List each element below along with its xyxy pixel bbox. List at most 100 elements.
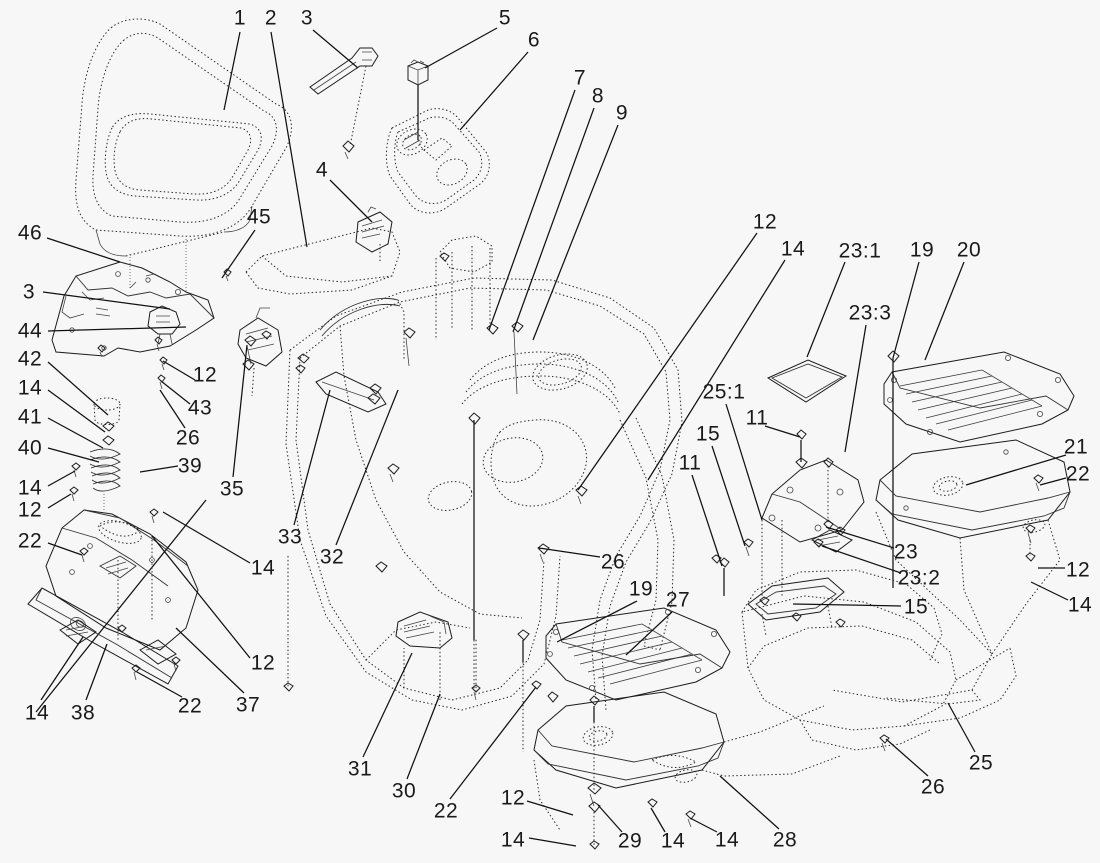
- callout-number: 20: [956, 238, 982, 262]
- callout-number: 26: [920, 775, 946, 799]
- callout-number: 25: [968, 751, 994, 775]
- leader-line: [1030, 581, 1069, 601]
- leader-line: [844, 324, 867, 453]
- leader-line: [223, 31, 241, 111]
- callout-number: 11: [745, 406, 769, 430]
- leader-line: [159, 389, 186, 429]
- callout-number: 3: [22, 280, 36, 304]
- leader-line: [40, 636, 84, 701]
- callout-number: 12: [500, 786, 526, 810]
- callout-number: 12: [250, 651, 276, 675]
- callout-number: 21: [1063, 435, 1089, 459]
- part-seat: [75, 18, 292, 257]
- callout-number: 15: [903, 595, 929, 619]
- fasteners-bottom: [283, 556, 696, 850]
- part-fender-main: [285, 235, 683, 711]
- leader-line: [821, 545, 902, 574]
- leader-line: [597, 804, 623, 833]
- leader-line: [577, 232, 758, 491]
- leader-line: [162, 511, 251, 564]
- leader-line: [47, 361, 109, 416]
- callout-number: 19: [628, 577, 654, 601]
- leader-line: [488, 89, 576, 331]
- callout-number: 30: [391, 779, 417, 803]
- leader-line: [221, 229, 256, 279]
- part-console: [385, 108, 490, 214]
- callout-number: 14: [714, 828, 740, 852]
- leader-line: [885, 738, 929, 777]
- callout-number: 14: [17, 376, 43, 400]
- part-footrest-upper-right: [883, 351, 1075, 443]
- callout-number: 19: [909, 238, 935, 262]
- callout-number: 2: [264, 6, 278, 30]
- callout-number: 22: [177, 694, 203, 718]
- leader-line: [538, 547, 601, 558]
- part-dash-panel: [245, 206, 401, 295]
- callout-number: 26: [600, 550, 626, 574]
- callout-number: 35: [219, 477, 245, 501]
- leader-line: [625, 611, 673, 656]
- callout-leader-lines: [40, 27, 1069, 847]
- leader-line: [689, 817, 718, 833]
- callout-number: 26: [175, 426, 201, 450]
- leader-line: [139, 465, 179, 473]
- leader-line: [650, 807, 666, 833]
- leader-line: [947, 702, 976, 753]
- leader-line: [825, 526, 895, 549]
- fasteners-center-console: [759, 596, 890, 752]
- part-footpad-right: [831, 439, 1071, 705]
- leader-line: [424, 27, 498, 69]
- leader-line: [85, 643, 108, 701]
- callout-number: 22: [1065, 462, 1091, 486]
- leader-line: [764, 425, 801, 438]
- leader-line: [532, 124, 619, 341]
- callout-number: 23:2: [897, 566, 941, 590]
- leader-line: [47, 493, 72, 509]
- callout-number: 4: [315, 158, 329, 182]
- callout-number: 14: [500, 828, 526, 852]
- part-seat-plate: [51, 261, 215, 357]
- callout-number: 37: [235, 693, 261, 717]
- leader-line: [526, 800, 574, 816]
- callout-number: 22: [433, 799, 459, 823]
- part-rails: [27, 536, 179, 685]
- callout-number: 12: [752, 210, 778, 234]
- fasteners-right-pad: [1025, 474, 1044, 562]
- callout-number: 14: [250, 556, 276, 580]
- fasteners-plates: [711, 429, 834, 598]
- callout-number: 12: [1065, 558, 1091, 582]
- leader-line: [175, 627, 245, 694]
- part-shifter-bracket: [237, 307, 283, 397]
- leader-line: [792, 603, 902, 607]
- callout-number: 12: [17, 498, 43, 522]
- callout-number: 8: [591, 84, 605, 108]
- part-lever-knob: [89, 397, 121, 512]
- callout-number: 3: [300, 6, 314, 30]
- callout-number: 32: [319, 545, 345, 569]
- callout-number: 39: [177, 454, 203, 478]
- callout-number: 40: [17, 436, 43, 460]
- leader-line: [512, 107, 595, 333]
- callout-number: 6: [527, 28, 541, 52]
- leader-line: [528, 837, 577, 847]
- callout-number: 41: [17, 405, 43, 429]
- callout-number: 15: [695, 422, 721, 446]
- leader-line: [232, 344, 248, 478]
- leader-line: [892, 261, 920, 359]
- leader-line: [1039, 477, 1067, 486]
- leader-line: [965, 454, 1067, 486]
- callout-number: 31: [347, 757, 373, 781]
- leader-line: [47, 470, 76, 487]
- callout-number: 14: [780, 237, 806, 261]
- leader-line: [293, 389, 331, 526]
- callout-number: 44: [17, 319, 43, 343]
- callout-number: 25:1: [702, 380, 746, 404]
- part-gasket: [766, 359, 848, 403]
- leader-line: [47, 447, 100, 463]
- callout-number: 14: [1067, 593, 1093, 617]
- callout-number: 28: [772, 828, 798, 852]
- leader-line: [151, 535, 251, 659]
- callout-number: 22: [17, 529, 43, 553]
- leader-line: [449, 686, 537, 800]
